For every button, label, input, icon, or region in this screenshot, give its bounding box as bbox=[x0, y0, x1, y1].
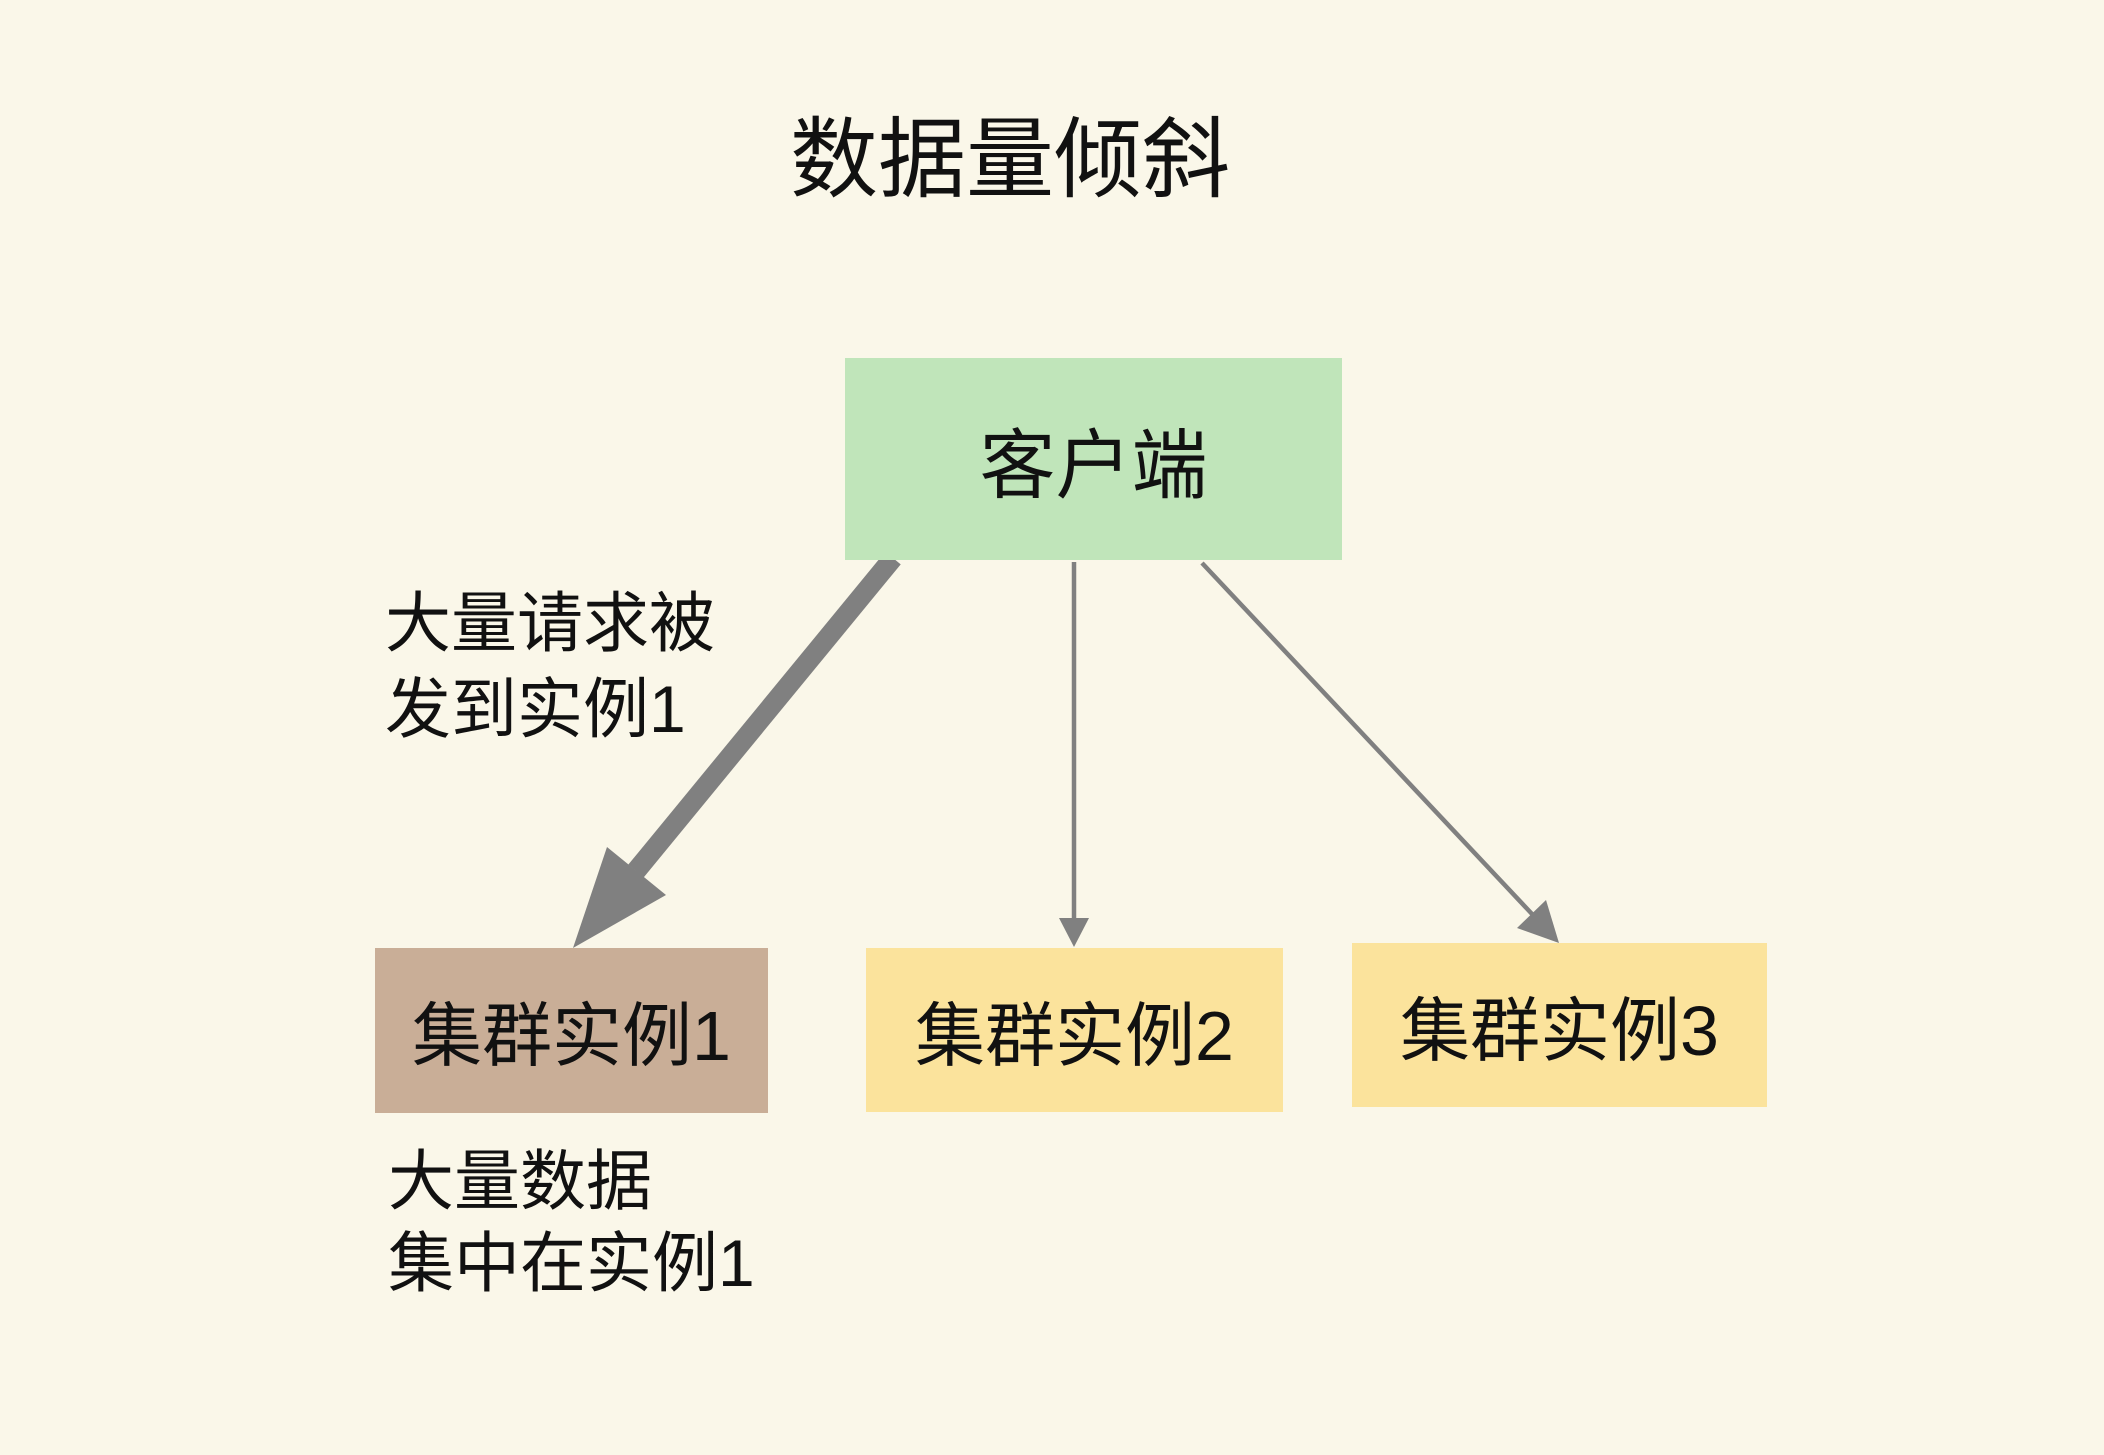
node-client: 客户端 bbox=[845, 358, 1342, 560]
node-cluster-instance-2-label: 集群实例2 bbox=[915, 996, 1234, 1075]
thin-arrow-head bbox=[1059, 918, 1089, 947]
thin-arrow-shaft bbox=[1200, 561, 1534, 916]
node-cluster-instance-3-label: 集群实例3 bbox=[1400, 991, 1719, 1070]
annotation-data-line1: 大量数据 bbox=[388, 1144, 652, 1218]
annotation-data-line2: 集中在实例1 bbox=[388, 1226, 755, 1300]
node-cluster-instance-3: 集群实例3 bbox=[1352, 943, 1767, 1107]
node-cluster-instance-2: 集群实例2 bbox=[866, 948, 1283, 1112]
diagram-title: 数据量倾斜 bbox=[790, 110, 1231, 209]
node-cluster-instance-1: 集群实例1 bbox=[375, 948, 768, 1113]
arrow-client-to-instance2 bbox=[1059, 562, 1089, 947]
annotation-requests-line1: 大量请求被 bbox=[385, 586, 715, 660]
annotation-requests-line2: 发到实例1 bbox=[385, 672, 686, 746]
node-client-label: 客户端 bbox=[979, 424, 1208, 509]
annotation-data-on-instance1: 大量数据 集中在实例1 bbox=[388, 1140, 755, 1304]
thin-arrow-head bbox=[1517, 900, 1559, 943]
annotation-requests-to-instance1: 大量请求被 发到实例1 bbox=[385, 580, 715, 752]
thick-arrow-head bbox=[573, 847, 666, 948]
arrow-client-to-instance3 bbox=[1200, 561, 1559, 943]
node-cluster-instance-1-label: 集群实例1 bbox=[412, 997, 731, 1075]
